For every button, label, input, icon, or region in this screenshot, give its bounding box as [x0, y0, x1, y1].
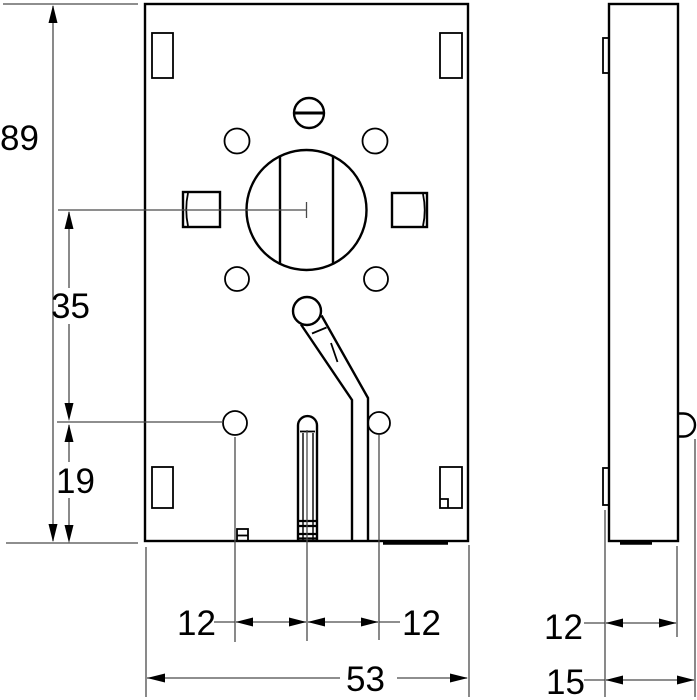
square-hole-right — [390, 191, 429, 229]
dim-label-12-side: 12 — [544, 608, 583, 647]
lower-hole-right — [367, 411, 391, 435]
mounting-hole-top-left — [223, 127, 251, 155]
side-view — [602, 2, 697, 545]
mounting-hole-top-right — [361, 127, 389, 155]
dim-overall-width-53: 53 — [145, 545, 470, 699]
arrow-up — [64, 211, 74, 229]
arrow-left — [307, 617, 325, 627]
cutout-top-left — [151, 32, 174, 79]
dim-left-offset-12: 12 — [177, 430, 308, 643]
side-tab-bottom — [602, 467, 610, 506]
arrow-left — [147, 673, 165, 683]
dim-label-53: 53 — [346, 660, 385, 699]
dim-label-35: 35 — [51, 287, 90, 326]
bolt-slot — [296, 414, 319, 541]
arrow-right — [677, 675, 695, 685]
lever-edge-tick — [330, 342, 339, 363]
dim-label-12-left: 12 — [177, 604, 216, 643]
arrow-right — [450, 673, 468, 683]
arrow-down — [64, 525, 74, 543]
arrow-right — [289, 617, 307, 627]
mounting-hole-bottom-left — [224, 266, 250, 292]
arrow-left — [605, 618, 623, 628]
dim-center-to-hole-35: 35 — [51, 209, 306, 423]
arrow-down — [48, 524, 58, 542]
lever-arm — [291, 295, 370, 541]
square-hole-right-band — [422, 193, 426, 227]
arrow-left — [605, 675, 623, 685]
cutout-bottom-left — [151, 466, 174, 509]
dim-case-depth-12: 12 — [544, 510, 678, 697]
lower-hole-left — [222, 410, 248, 436]
cutout-bottom-right — [439, 466, 463, 509]
arrow-up — [64, 424, 74, 442]
mounting-hole-bottom-right — [363, 266, 389, 292]
cutout-top-right — [439, 32, 463, 79]
arrow-up — [48, 5, 58, 23]
dimensions: 89 35 19 12 — [0, 3, 696, 700]
side-body-outline — [607, 2, 680, 543]
dim-overall-depth-15: 15 — [546, 439, 696, 700]
dim-right-offset-12: 12 — [307, 435, 441, 643]
lever-bend-tick — [311, 326, 327, 335]
side-pin-bump — [678, 412, 697, 438]
cutout-notch — [440, 498, 449, 508]
arrow-down — [64, 403, 74, 421]
lever-pivot-ball — [291, 295, 323, 327]
side-tab-top — [602, 37, 610, 74]
dim-label-15: 15 — [546, 663, 585, 700]
bottom-tab — [236, 528, 249, 542]
dim-hole-to-bottom-19: 19 — [56, 424, 95, 543]
screw-head — [292, 96, 326, 130]
dim-label-89: 89 — [0, 119, 39, 158]
arrow-left — [235, 617, 253, 627]
arrow-right — [361, 617, 379, 627]
dim-label-12-right: 12 — [402, 604, 441, 643]
arrow-right — [659, 618, 677, 628]
dim-label-19: 19 — [56, 462, 95, 501]
dim-overall-height-89: 89 — [0, 3, 138, 544]
